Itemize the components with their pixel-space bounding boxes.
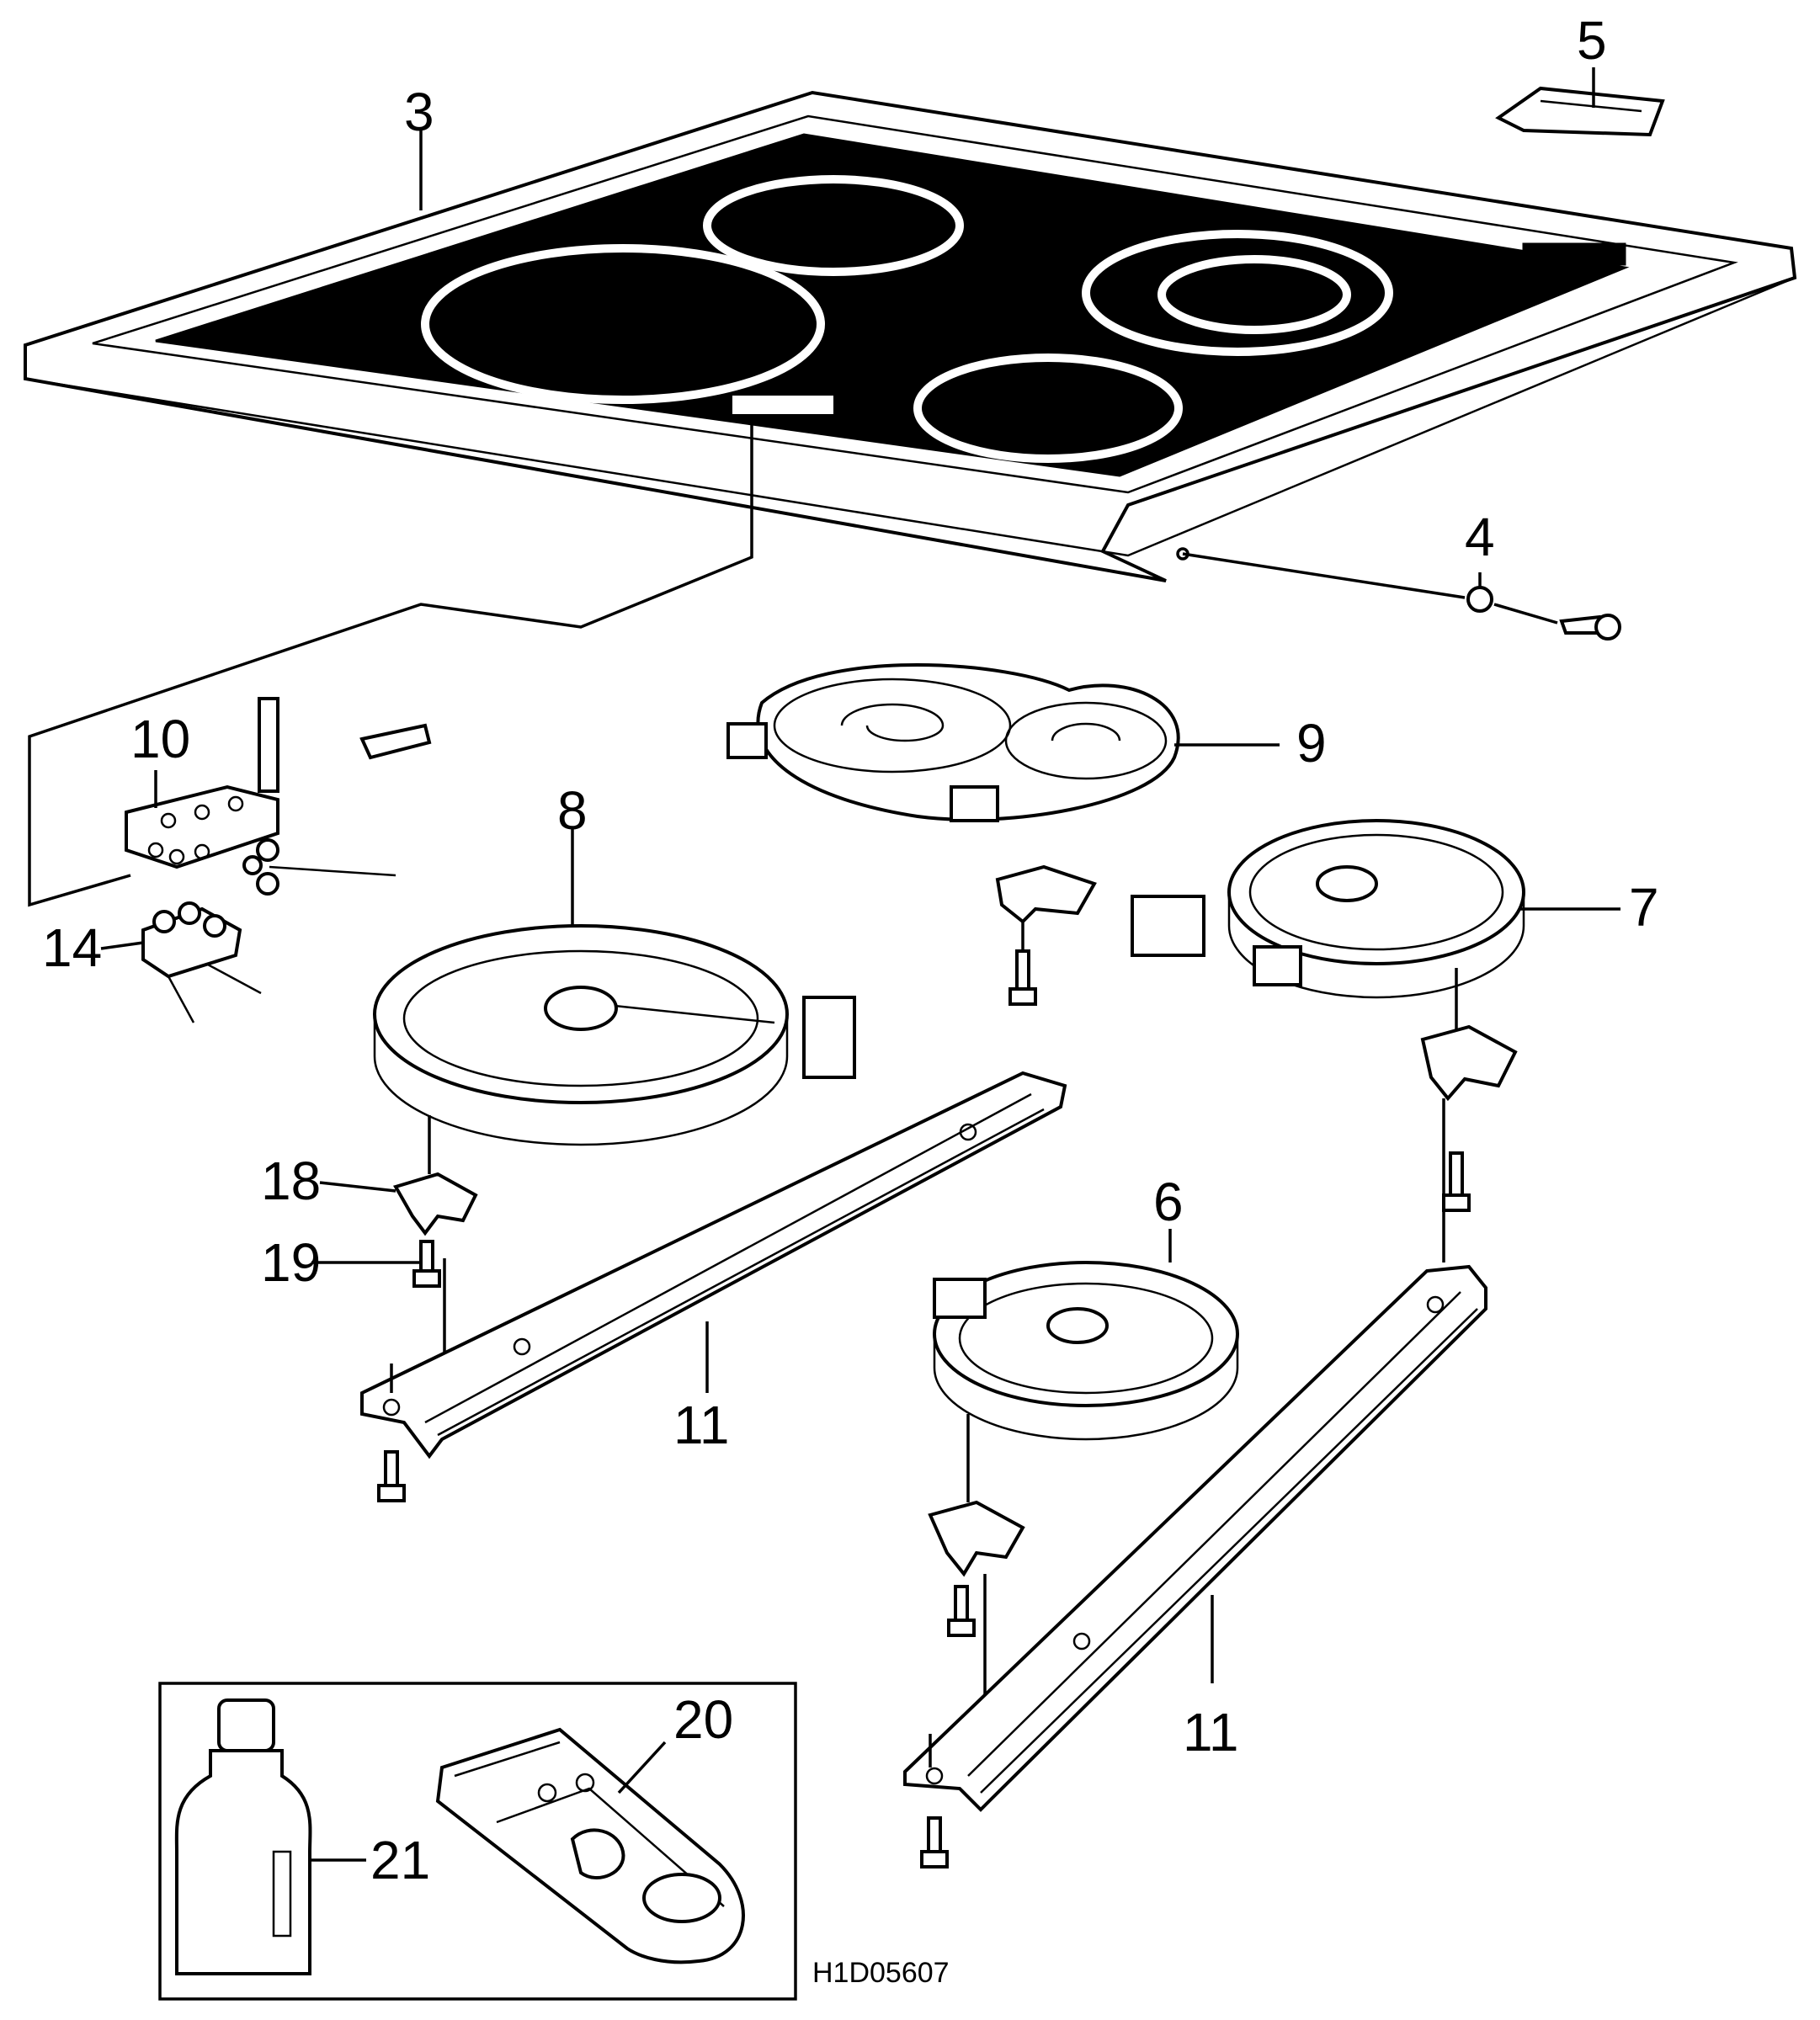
burner-ring-inner-right [1157,255,1351,334]
label-4: 4 [1465,507,1495,567]
heater-clip-9 [995,864,1097,1006]
label-8: 8 [557,780,588,841]
label-14: 14 [42,917,102,978]
radiant-heater-8 [373,924,856,1146]
radiant-heater-6 [933,1261,1239,1441]
accessories-inset [158,1682,797,2001]
fixing-screw [1466,586,1621,641]
support-bar-left [360,1071,1067,1502]
label-11-left: 11 [673,1395,729,1455]
label-9: 9 [1296,713,1327,773]
ceramic-cooktop [24,90,1797,582]
burner-ring-back-right [1082,230,1393,356]
terminal-block [141,901,262,1023]
label-21: 21 [370,1830,430,1890]
label-5: 5 [1577,10,1607,71]
label-6: 6 [1153,1172,1184,1232]
drawing-code: H1D05607 [812,1957,950,1989]
support-bar-right [903,1098,1487,1868]
label-20: 20 [673,1689,733,1750]
heater-clip-8 [393,1115,478,1380]
burner-ring-front-left [421,244,825,404]
heater-clip-7 [1420,968,1518,1212]
burner-ring-back-left [703,175,964,276]
heater-clip-6 [928,1414,1025,1730]
terminal-bracket [125,697,432,896]
label-19: 19 [261,1232,321,1293]
glass-scraper [435,1727,745,1964]
label-11-right: 11 [1183,1702,1238,1762]
dual-oval-heater [726,663,1180,822]
part-labels: 3 5 4 10 9 8 7 14 18 19 6 11 11 20 21 H1… [42,10,1659,1989]
burner-ring-front-right [913,354,1183,463]
label-3: 3 [404,82,434,142]
label-10: 10 [130,709,190,769]
radiant-heater-7 [1131,819,1525,999]
label-18: 18 [261,1151,321,1211]
control-cap [1495,86,1665,137]
cleaner-bottle [174,1698,312,1975]
label-7: 7 [1629,877,1659,938]
